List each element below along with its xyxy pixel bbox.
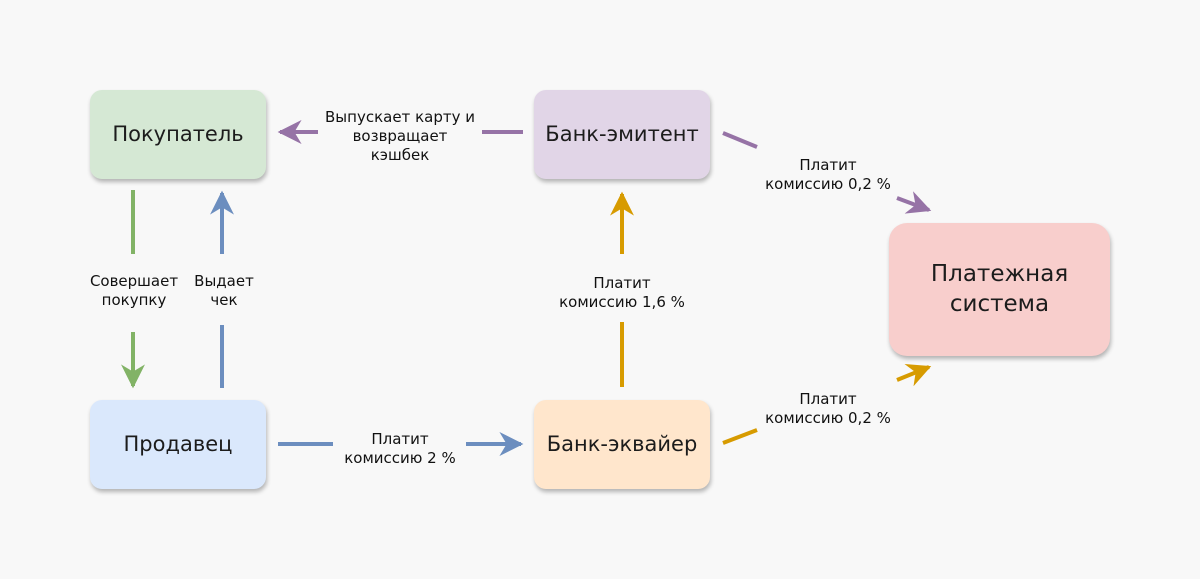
node-payment-system-label: Платежная система [930,260,1069,317]
node-acquirer-bank-label: Банк-эквайер [546,431,698,456]
node-issuer-bank-label: Банк-эмитент [545,121,699,146]
edge-label-issuer-to-buyer: Выпускает карту и возвращает кэшбек [325,108,475,164]
node-acquirer-bank: Банк-эквайер [534,400,710,489]
node-seller: Продавец [90,400,266,489]
node-buyer: Покупатель [90,90,266,179]
node-seller-label: Продавец [123,431,233,456]
arrow-issuer-to-payment-system [722,131,932,214]
edge-label-seller-to-buyer: Выдает чек [194,272,254,309]
edge-label-acquirer-to-issuer: Платит комиссию 1,6 % [559,274,685,311]
arrow-acquirer-to-payment-system [722,364,932,445]
edge-label-issuer-to-payment-system: Платит комиссию 0,2 % [765,156,891,193]
node-payment-system: Платежная система [889,223,1110,356]
edge-label-acquirer-to-payment-system: Платит комиссию 0,2 % [765,390,891,427]
node-buyer-label: Покупатель [112,121,244,146]
edge-label-seller-to-acquirer: Платит комиссию 2 % [344,430,456,467]
edge-label-buyer-to-seller: Совершает покупку [89,272,179,309]
node-issuer-bank: Банк-эмитент [534,90,710,179]
